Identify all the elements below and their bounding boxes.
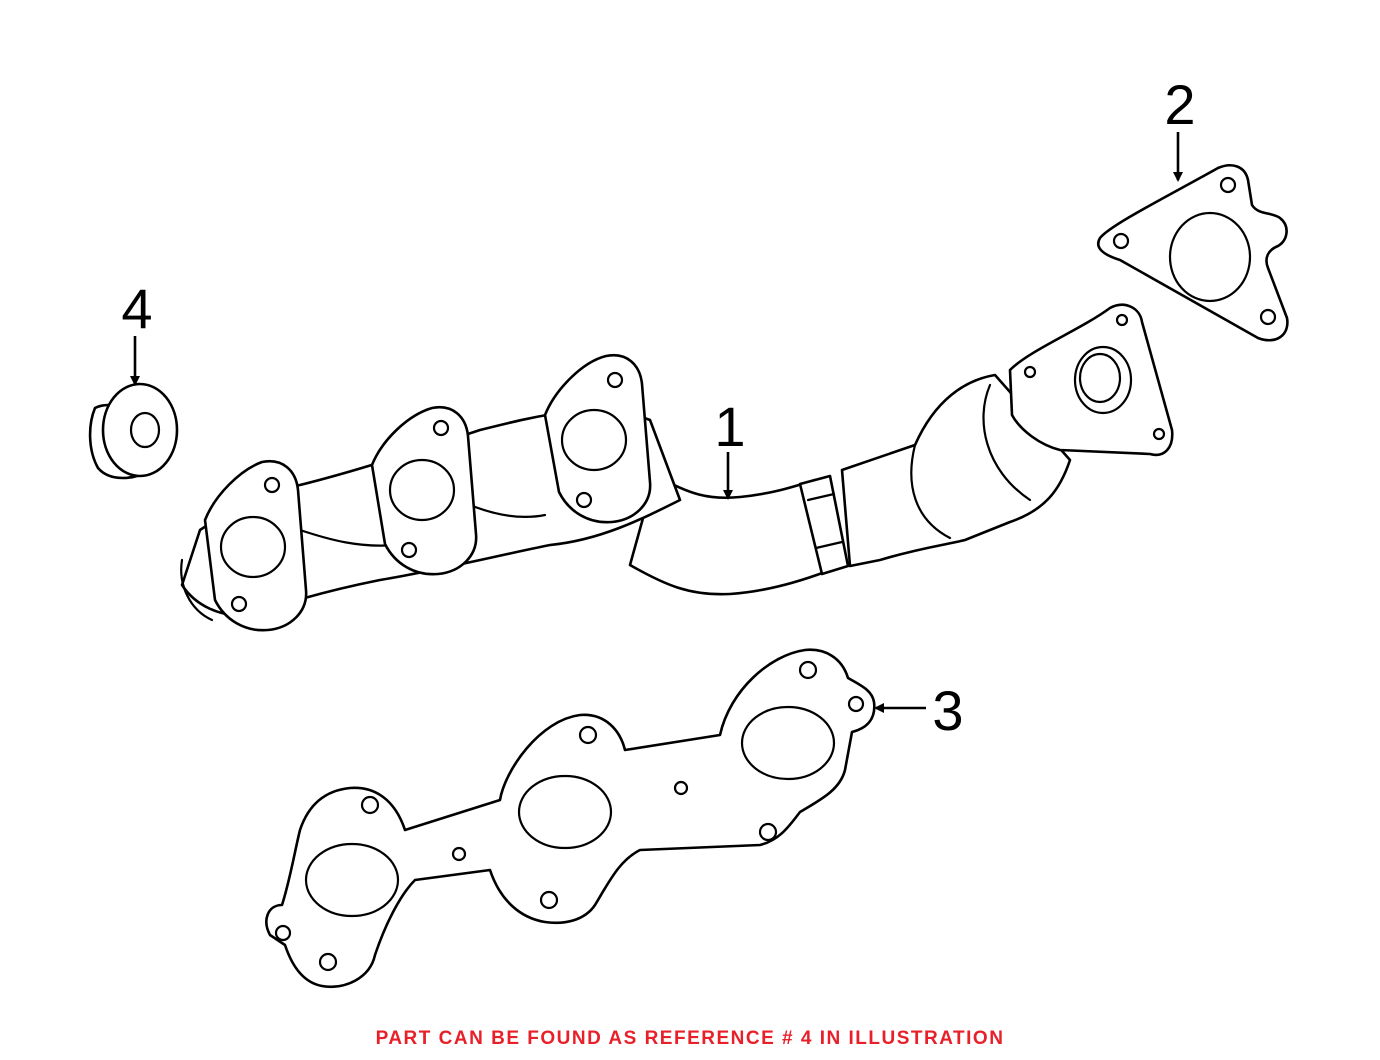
exhaust-manifold[interactable] xyxy=(180,303,1174,632)
reference-number-1: 1 xyxy=(714,395,745,458)
callout-3: 3 xyxy=(874,679,964,742)
reference-number-4: 4 xyxy=(121,277,152,340)
reference-number-3: 3 xyxy=(932,679,963,742)
reference-note: PART CAN BE FOUND AS REFERENCE # 4 IN IL… xyxy=(375,1028,1005,1049)
callout-1: 1 xyxy=(714,395,746,500)
flange-bushing[interactable] xyxy=(88,382,179,480)
manifold-gasket[interactable] xyxy=(265,648,876,989)
callout-2: 2 xyxy=(1164,73,1196,182)
outlet-gasket[interactable] xyxy=(1097,164,1289,342)
callout-4: 4 xyxy=(121,277,153,386)
reference-number-2: 2 xyxy=(1164,73,1195,136)
